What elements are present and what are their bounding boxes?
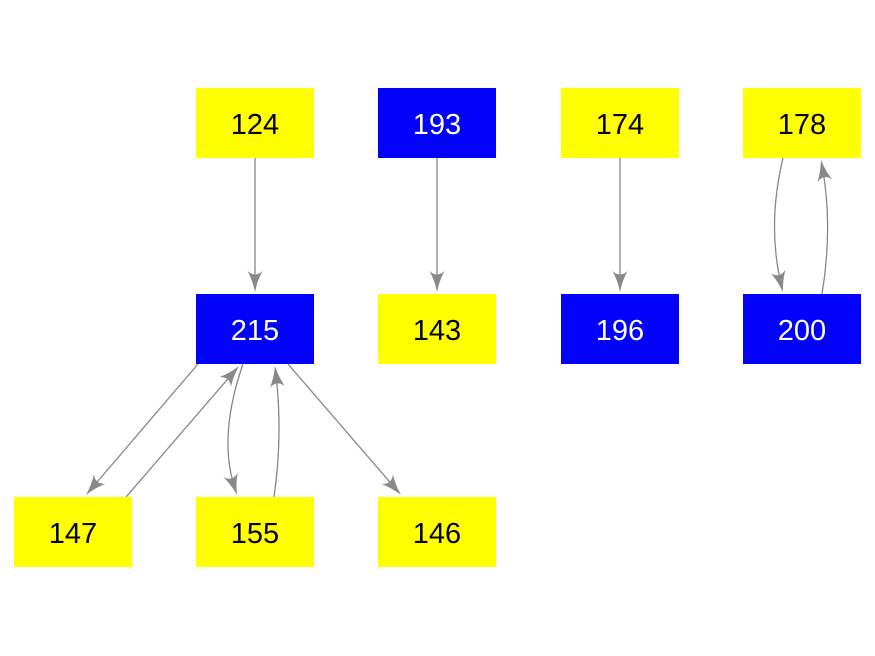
arrowhead-200-178	[817, 160, 833, 183]
node-124: 124	[196, 88, 314, 158]
arrowhead-155-215	[269, 366, 285, 388]
node-215-label: 215	[230, 314, 280, 347]
node-178-label: 178	[777, 108, 827, 141]
edge-215-155	[227, 363, 244, 488]
node-155-label: 155	[230, 517, 280, 550]
arrowhead-147-215	[219, 366, 239, 387]
node-215: 215	[196, 294, 314, 364]
edge-200-178	[821, 167, 829, 295]
arrowhead-215-147	[86, 474, 106, 495]
node-193: 193	[378, 88, 496, 158]
node-147: 147	[14, 497, 132, 567]
arrowhead-174-196	[612, 271, 628, 292]
edge-178-200	[773, 157, 784, 285]
arrowhead-193-143	[429, 271, 445, 292]
arrowhead-178-200	[770, 269, 786, 292]
node-124-label: 124	[230, 108, 280, 141]
node-143: 143	[378, 294, 496, 364]
arrowhead-215-155	[223, 472, 238, 495]
node-143-label: 143	[412, 314, 462, 347]
arrowhead-124-215	[247, 271, 263, 292]
node-200-label: 200	[777, 314, 827, 347]
node-178: 178	[743, 88, 861, 158]
node-174: 174	[561, 88, 679, 158]
node-146-label: 146	[412, 517, 462, 550]
node-174-label: 174	[595, 108, 645, 141]
edge-215-147	[93, 363, 199, 486]
edge-147-215	[125, 375, 232, 498]
node-196: 196	[561, 294, 679, 364]
node-193-label: 193	[412, 108, 462, 141]
node-200: 200	[743, 294, 861, 364]
node-147-label: 147	[48, 517, 98, 550]
arrowhead-215-146	[381, 474, 401, 495]
edge-155-215	[273, 373, 280, 498]
edge-215-146	[287, 363, 394, 486]
node-146: 146	[378, 497, 496, 567]
node-196-label: 196	[595, 314, 645, 347]
node-155: 155	[196, 497, 314, 567]
